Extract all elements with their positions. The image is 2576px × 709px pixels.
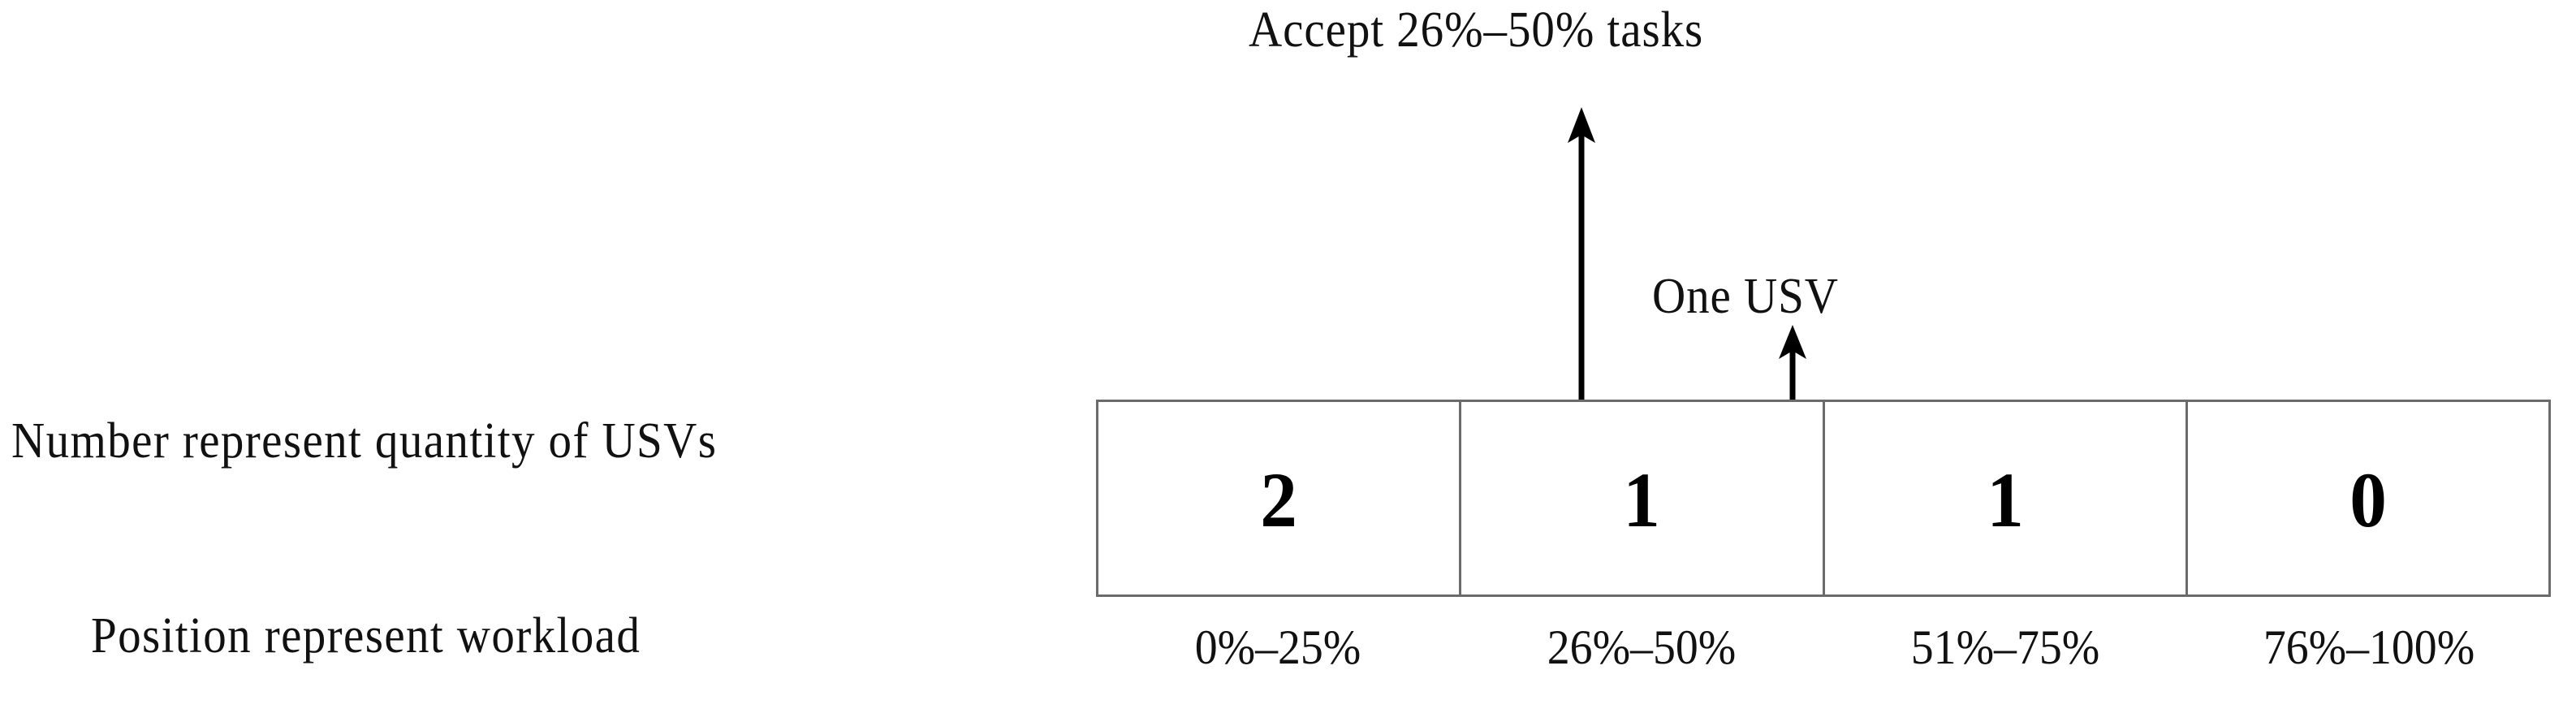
range-label-1: 26%–50% <box>1547 620 1737 674</box>
cell-value: 1 <box>1986 456 2024 543</box>
table-cell-3: 0 <box>2188 402 2548 594</box>
range-label-2: 51%–75% <box>1910 620 2100 674</box>
cell-value: 1 <box>1623 456 1661 543</box>
caption-position-represent-workload: Position represent workload <box>91 608 641 664</box>
workload-range-label-row: 0%–25% 26%–50% 51%–75% 76%–100% <box>1096 611 2551 684</box>
annotation-accept-tasks-label: Accept 26%–50% tasks <box>1249 2 1704 58</box>
annotation-one-usv-label: One USV <box>1652 269 1839 324</box>
cell-value: 2 <box>1260 456 1297 543</box>
table-cell-1: 1 <box>1461 402 1825 594</box>
range-label-3: 76%–100% <box>2263 620 2475 674</box>
range-label-0: 0%–25% <box>1194 620 1361 674</box>
caption-number-represent-quantity: Number represent quantity of USVs <box>11 413 718 469</box>
table-cell-2: 1 <box>1825 402 2188 594</box>
table-cell-0: 2 <box>1098 402 1462 594</box>
arrow-up-icon-accept <box>1557 107 1606 406</box>
workload-table: 2 1 1 0 <box>1096 400 2551 597</box>
cell-value: 0 <box>2349 456 2387 543</box>
